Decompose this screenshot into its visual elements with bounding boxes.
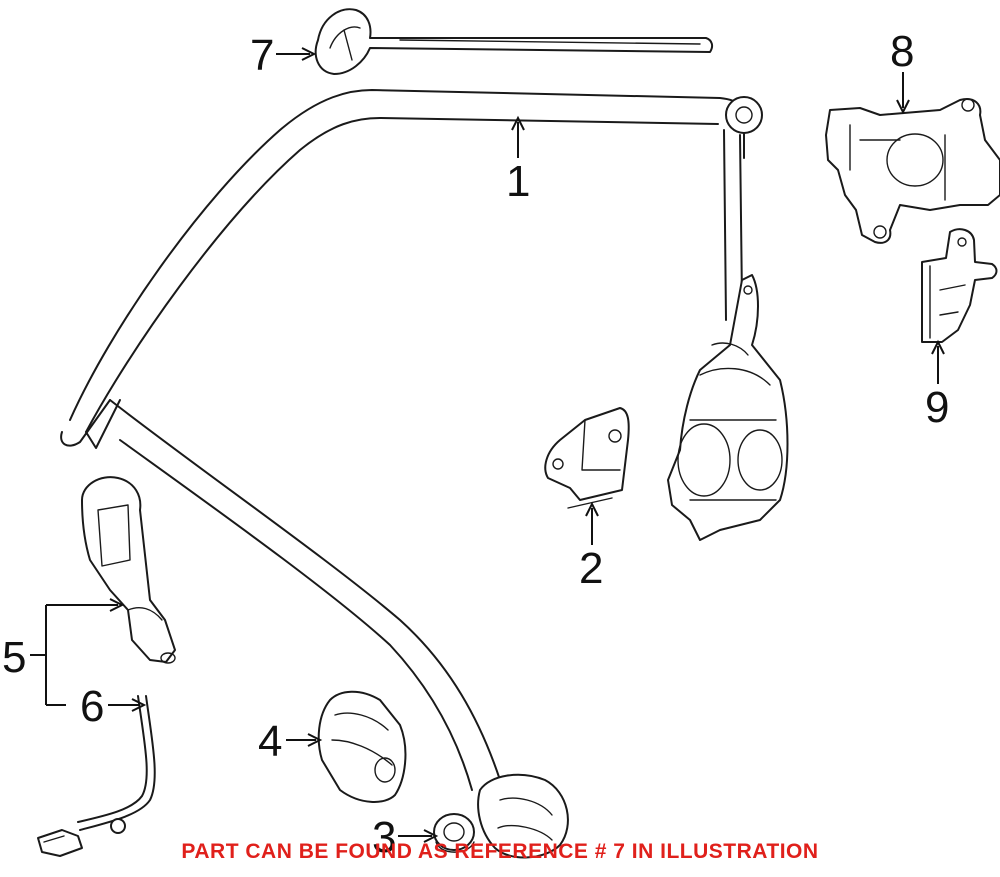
- callout-labels: 1 2 3 4 5 6 7 8 9: [2, 27, 949, 862]
- callout-1: 1: [506, 157, 530, 206]
- grommet-icon: [433, 813, 475, 853]
- leader-2-arrow: [585, 501, 599, 517]
- leader-3-arrow: [423, 829, 439, 843]
- wire-harness-icon: [37, 695, 156, 857]
- leader-5-arrow: [109, 598, 125, 612]
- actuator-motor-icon: [825, 98, 1000, 244]
- callout-8: 8: [890, 27, 914, 76]
- leader-lines: [30, 47, 945, 843]
- leader-8-arrow: [896, 99, 910, 115]
- leader-1-arrow: [511, 115, 525, 131]
- mounting-bracket-icon: [544, 407, 630, 509]
- trim-cover-icon: [317, 690, 407, 803]
- retractor-icon: [667, 274, 789, 541]
- belt-guide-arm-icon: [314, 8, 714, 75]
- callout-3: 3: [372, 813, 396, 862]
- callout-6: 6: [80, 682, 104, 731]
- leader-4-arrow: [307, 733, 323, 747]
- leader-7-arrow: [301, 47, 317, 61]
- leader-5: [30, 604, 118, 706]
- control-module-bracket-icon: [921, 228, 998, 343]
- callout-9: 9: [925, 383, 949, 432]
- callout-2: 2: [579, 544, 603, 593]
- callout-7: 7: [250, 31, 274, 80]
- callout-5: 5: [2, 633, 26, 682]
- leader-6-arrow: [131, 698, 147, 712]
- seat-belt-webbing-icon: [60, 89, 763, 859]
- leader-9-arrow: [931, 339, 945, 355]
- reference-caption: PART CAN BE FOUND AS REFERENCE # 7 IN IL…: [181, 840, 819, 863]
- buckle-icon: [81, 476, 176, 664]
- callout-4: 4: [258, 717, 282, 766]
